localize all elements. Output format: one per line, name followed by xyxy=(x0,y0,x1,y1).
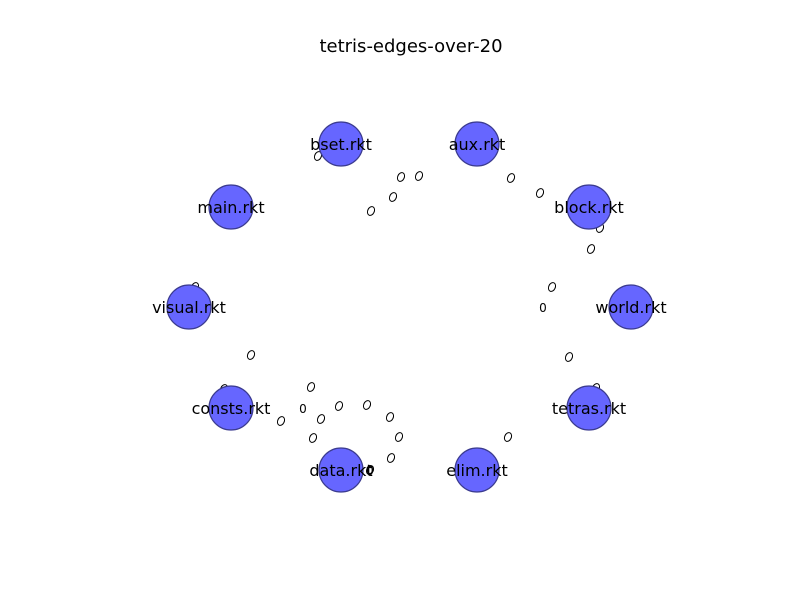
diagram-title: tetris-edges-over-20 xyxy=(319,36,502,57)
edge-mark xyxy=(306,382,316,392)
node-circle xyxy=(454,447,500,493)
node-circle xyxy=(566,184,612,230)
edge-mark xyxy=(547,282,557,292)
edge-mark xyxy=(394,432,404,442)
node-label: visual.rkt xyxy=(152,298,226,317)
edge-label: 0 xyxy=(299,402,307,416)
node-label: data.rkt xyxy=(309,461,372,480)
node-world: world.rkt xyxy=(595,284,667,330)
edge-mark xyxy=(564,352,574,362)
node-circle xyxy=(166,284,212,330)
node-label: elim.rkt xyxy=(446,461,508,480)
node-circle xyxy=(318,121,364,167)
edge-mark xyxy=(362,400,372,410)
edge-label: 0 xyxy=(539,301,547,315)
edge-mark xyxy=(586,244,596,254)
edge-mark xyxy=(276,416,286,426)
edge-mark xyxy=(386,453,396,463)
node-consts: consts.rkt xyxy=(192,385,271,431)
node-aux: aux.rkt xyxy=(449,121,506,167)
edge-mark xyxy=(388,192,398,202)
node-tetras: tetras.rkt xyxy=(552,385,626,431)
node-circle xyxy=(608,284,654,330)
edge-mark xyxy=(308,433,318,443)
node-label: aux.rkt xyxy=(449,135,506,154)
edge-mark xyxy=(385,412,395,422)
edge-mark xyxy=(414,171,424,181)
node-visual: visual.rkt xyxy=(152,284,226,330)
edge-mark xyxy=(396,172,406,182)
edge-mark xyxy=(535,188,545,198)
node-label: consts.rkt xyxy=(192,399,271,418)
node-bset: bset.rkt xyxy=(310,121,372,167)
node-label: main.rkt xyxy=(197,198,264,217)
node-circle xyxy=(454,121,500,167)
node-main: main.rkt xyxy=(197,184,265,230)
nodes-group: bset.rkt aux.rkt main.rkt block.rkt visual.r… xyxy=(152,121,667,493)
edge-mark xyxy=(366,206,376,216)
edge-mark xyxy=(365,465,375,475)
node-block: block.rkt xyxy=(554,184,624,230)
node-label: tetras.rkt xyxy=(552,399,626,418)
node-label: world.rkt xyxy=(595,298,666,317)
edge-mark xyxy=(316,414,326,424)
edge-label: 0 xyxy=(366,463,374,477)
edge-mark xyxy=(506,173,516,183)
node-circle xyxy=(208,385,254,431)
node-elim: elim.rkt xyxy=(446,447,508,493)
node-circle xyxy=(318,447,364,493)
node-circle xyxy=(208,184,254,230)
node-label: bset.rkt xyxy=(310,135,372,154)
edge-mark xyxy=(334,401,344,411)
node-data: data.rkt xyxy=(309,447,373,493)
node-circle xyxy=(566,385,612,431)
node-label: block.rkt xyxy=(554,198,624,217)
edge-label: 0 xyxy=(366,464,374,478)
edge-mark xyxy=(246,350,256,360)
edge-mark xyxy=(503,432,513,442)
